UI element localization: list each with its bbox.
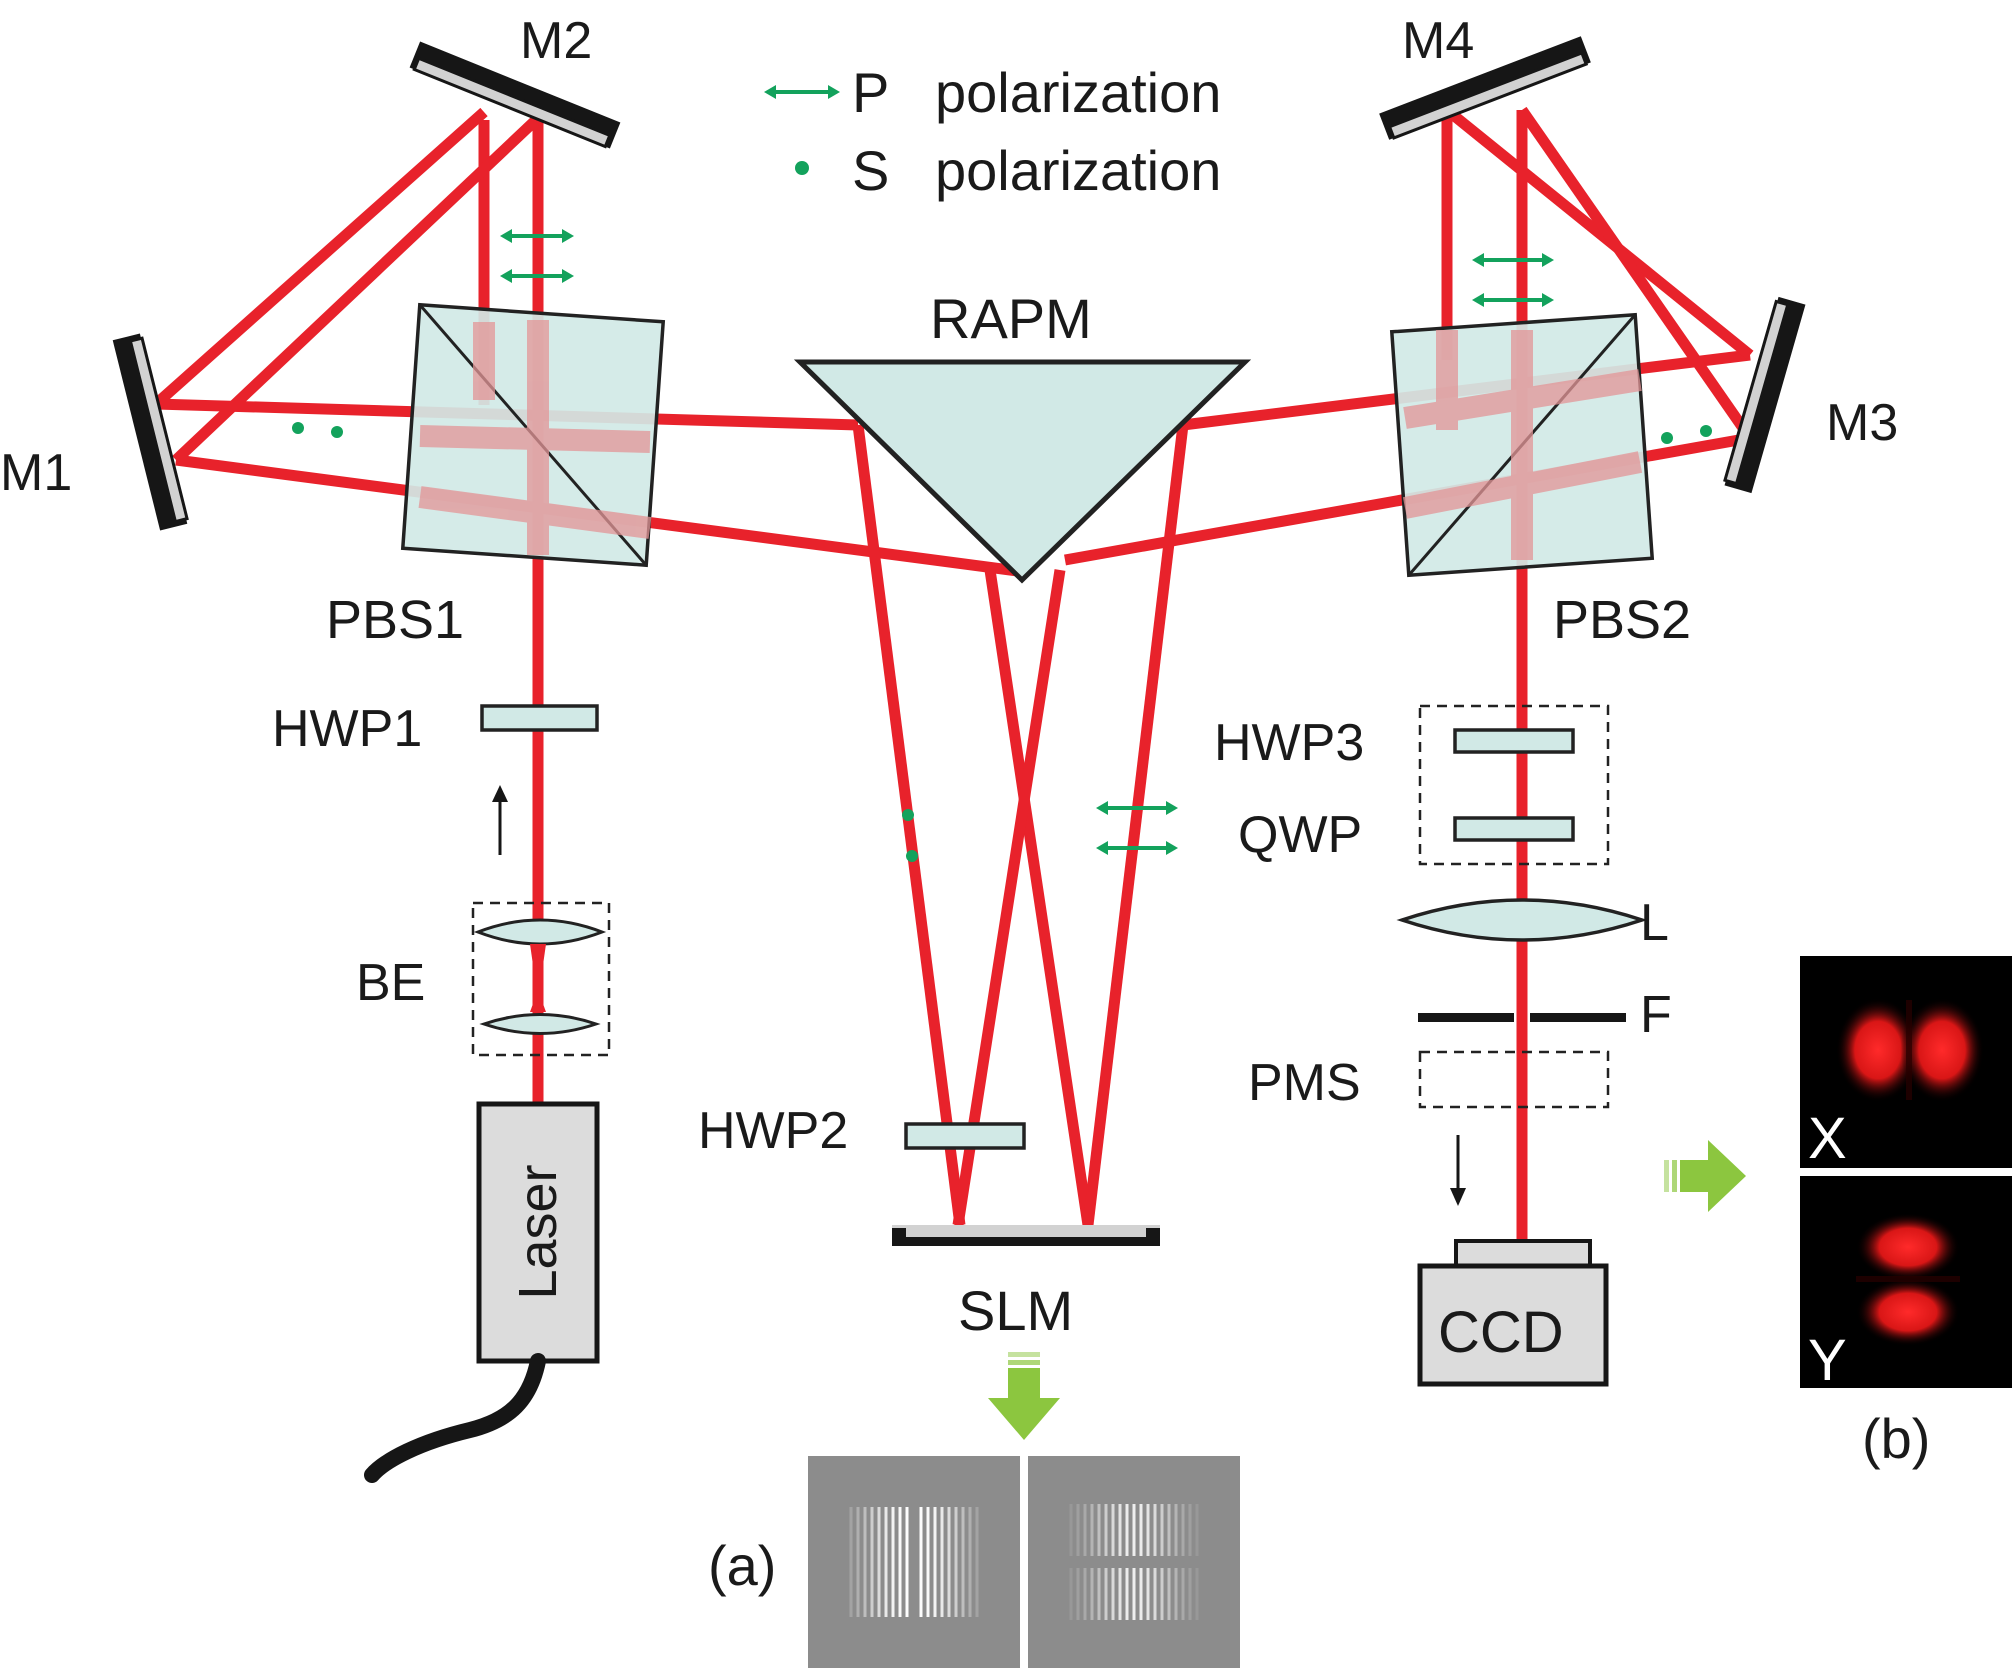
s-dot-icon: [902, 809, 914, 821]
hwp3-plate: [1453, 728, 1575, 754]
qwp-plate: [1453, 816, 1575, 842]
legend-p-text: polarization: [935, 61, 1221, 124]
legend-p-symbol: P: [852, 61, 889, 124]
legend-s-dot-icon: [795, 161, 809, 175]
label-lens: L: [1640, 894, 1669, 952]
mirror-m4: [1379, 36, 1591, 140]
legend-s-symbol: S: [852, 139, 889, 202]
s-dot-icon: [292, 422, 304, 434]
label-rapm: RAPM: [930, 287, 1092, 350]
label-hwp2: HWP2: [698, 1102, 848, 1160]
filter-f: [1418, 1013, 1626, 1022]
panel-a-holograms: [808, 1456, 1240, 1668]
laser-beams: [152, 105, 1755, 1250]
laser-source: [364, 1101, 600, 1483]
slm: [892, 1225, 1160, 1246]
s-dot-icon: [906, 850, 918, 862]
label-hwp3: HWP3: [1214, 714, 1364, 772]
p-arrow-icon: [1472, 253, 1554, 307]
detection-direction-arrow: [1450, 1135, 1466, 1206]
label-filter: F: [1640, 986, 1672, 1044]
label-m4: M4: [1402, 12, 1474, 70]
p-arrow-icon: [500, 229, 574, 283]
pbs2-beam-overlay: [1402, 330, 1643, 560]
lens-l: [1396, 898, 1648, 942]
label-qwp: QWP: [1238, 806, 1362, 864]
label-pms: PMS: [1248, 1054, 1361, 1112]
label-m3: M3: [1826, 394, 1898, 452]
ccd-output-arrow-icon: [1664, 1140, 1746, 1212]
label-slm: SLM: [958, 1279, 1073, 1342]
rapm-prism: [793, 359, 1252, 584]
label-m2: M2: [520, 12, 592, 70]
pms-box: [1418, 1050, 1610, 1109]
pbs1-beam-overlay: [418, 320, 652, 555]
label-ccd: CCD: [1438, 1300, 1564, 1365]
s-dot-icon: [1661, 432, 1673, 444]
legend-s-text: polarization: [935, 139, 1221, 202]
p-arrow-icon: [1096, 801, 1178, 855]
mirror-m1: [112, 333, 189, 531]
polarization-markers: [292, 229, 1712, 862]
label-be: BE: [356, 954, 425, 1012]
polarization-legend: P polarization S polarization: [764, 61, 1221, 202]
panel-b-intensity-images: [1800, 956, 2012, 1388]
label-pbs1: PBS1: [326, 590, 464, 650]
label-panel-a: (a): [708, 1534, 776, 1597]
hologram-fringes-left: [849, 1502, 979, 1622]
s-dot-icon: [331, 426, 343, 438]
mirror-m3: [1723, 296, 1806, 494]
mirror-m2: [409, 41, 621, 149]
hologram-fringes-right: [1069, 1504, 1199, 1620]
hwp3-qwp-group: [1418, 704, 1610, 866]
label-pbs2: PBS2: [1553, 590, 1691, 650]
hwp1-plate: [480, 704, 599, 732]
input-direction-arrow: [492, 785, 508, 855]
legend-p-arrow-icon: [764, 85, 840, 99]
label-y: Y: [1808, 1328, 1847, 1393]
s-dot-icon: [1700, 425, 1712, 437]
beam-expander: [471, 901, 611, 1057]
label-panel-b: (b): [1862, 1407, 1930, 1470]
label-m1: M1: [0, 444, 72, 502]
ccd-camera: [1417, 1239, 1609, 1387]
laser-label: Laser: [508, 1164, 568, 1299]
label-x: X: [1808, 1106, 1847, 1171]
slm-output-arrow-icon: [988, 1352, 1060, 1440]
hwp2-plate: [904, 1122, 1026, 1150]
label-hwp1: HWP1: [272, 700, 422, 758]
